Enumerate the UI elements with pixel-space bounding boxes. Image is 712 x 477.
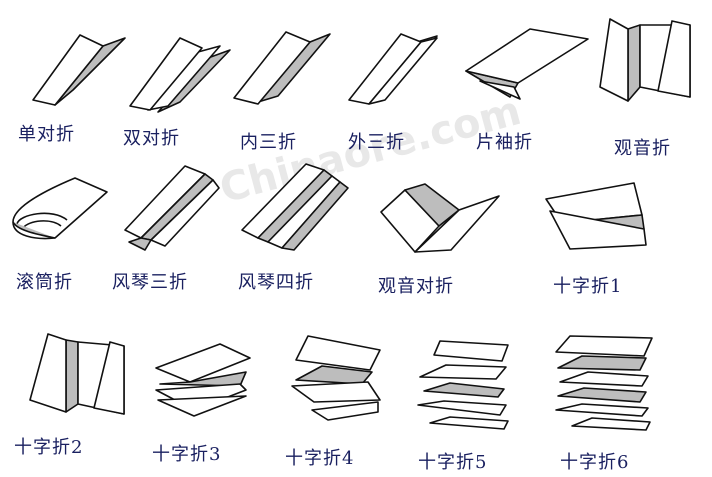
cross-fold-6-icon [555,335,653,431]
fold-label-double-parallel-fold: 双对折 [123,128,180,149]
roll-fold-icon [12,177,108,240]
double-gate-fold-icon [380,183,500,253]
fold-label-cross-fold-2: 十字折2 [14,437,84,458]
fold-label-cross-fold-3: 十字折3 [152,444,222,465]
fold-label-z-fold: 外三折 [348,132,405,153]
cross-fold-1-icon [545,182,647,250]
cross-fold-2-icon [29,333,125,415]
fold-label-gate-fold: 观音折 [614,138,671,159]
sleeve-fold-icon [465,28,589,100]
accordion-four-fold-icon [241,163,349,251]
letter-fold-icon [233,31,331,105]
fold-label-cross-fold-5: 十字折5 [418,452,488,473]
double-parallel-fold-icon [129,37,231,113]
single-fold-icon [32,34,126,106]
fold-label-sleeve-fold: 片袖折 [476,132,533,153]
cross-fold-4-icon [291,335,381,421]
fold-label-accordion-three-fold: 风琴三折 [112,272,188,293]
fold-label-double-gate-fold: 观音对折 [378,276,454,297]
z-fold-icon [348,33,438,105]
fold-label-cross-fold-1: 十字折1 [553,276,623,297]
cross-fold-3-icon [155,343,251,417]
gate-fold-icon [599,18,691,102]
fold-label-cross-fold-6: 十字折6 [560,452,630,473]
fold-label-letter-fold: 内三折 [240,132,297,153]
fold-label-roll-fold: 滚筒折 [16,272,73,293]
accordion-three-fold-icon [124,165,220,251]
fold-label-cross-fold-4: 十字折4 [285,448,355,469]
fold-label-accordion-four-fold: 风琴四折 [238,272,314,293]
cross-fold-5-icon [417,340,509,430]
fold-label-single-fold: 单对折 [18,124,75,145]
